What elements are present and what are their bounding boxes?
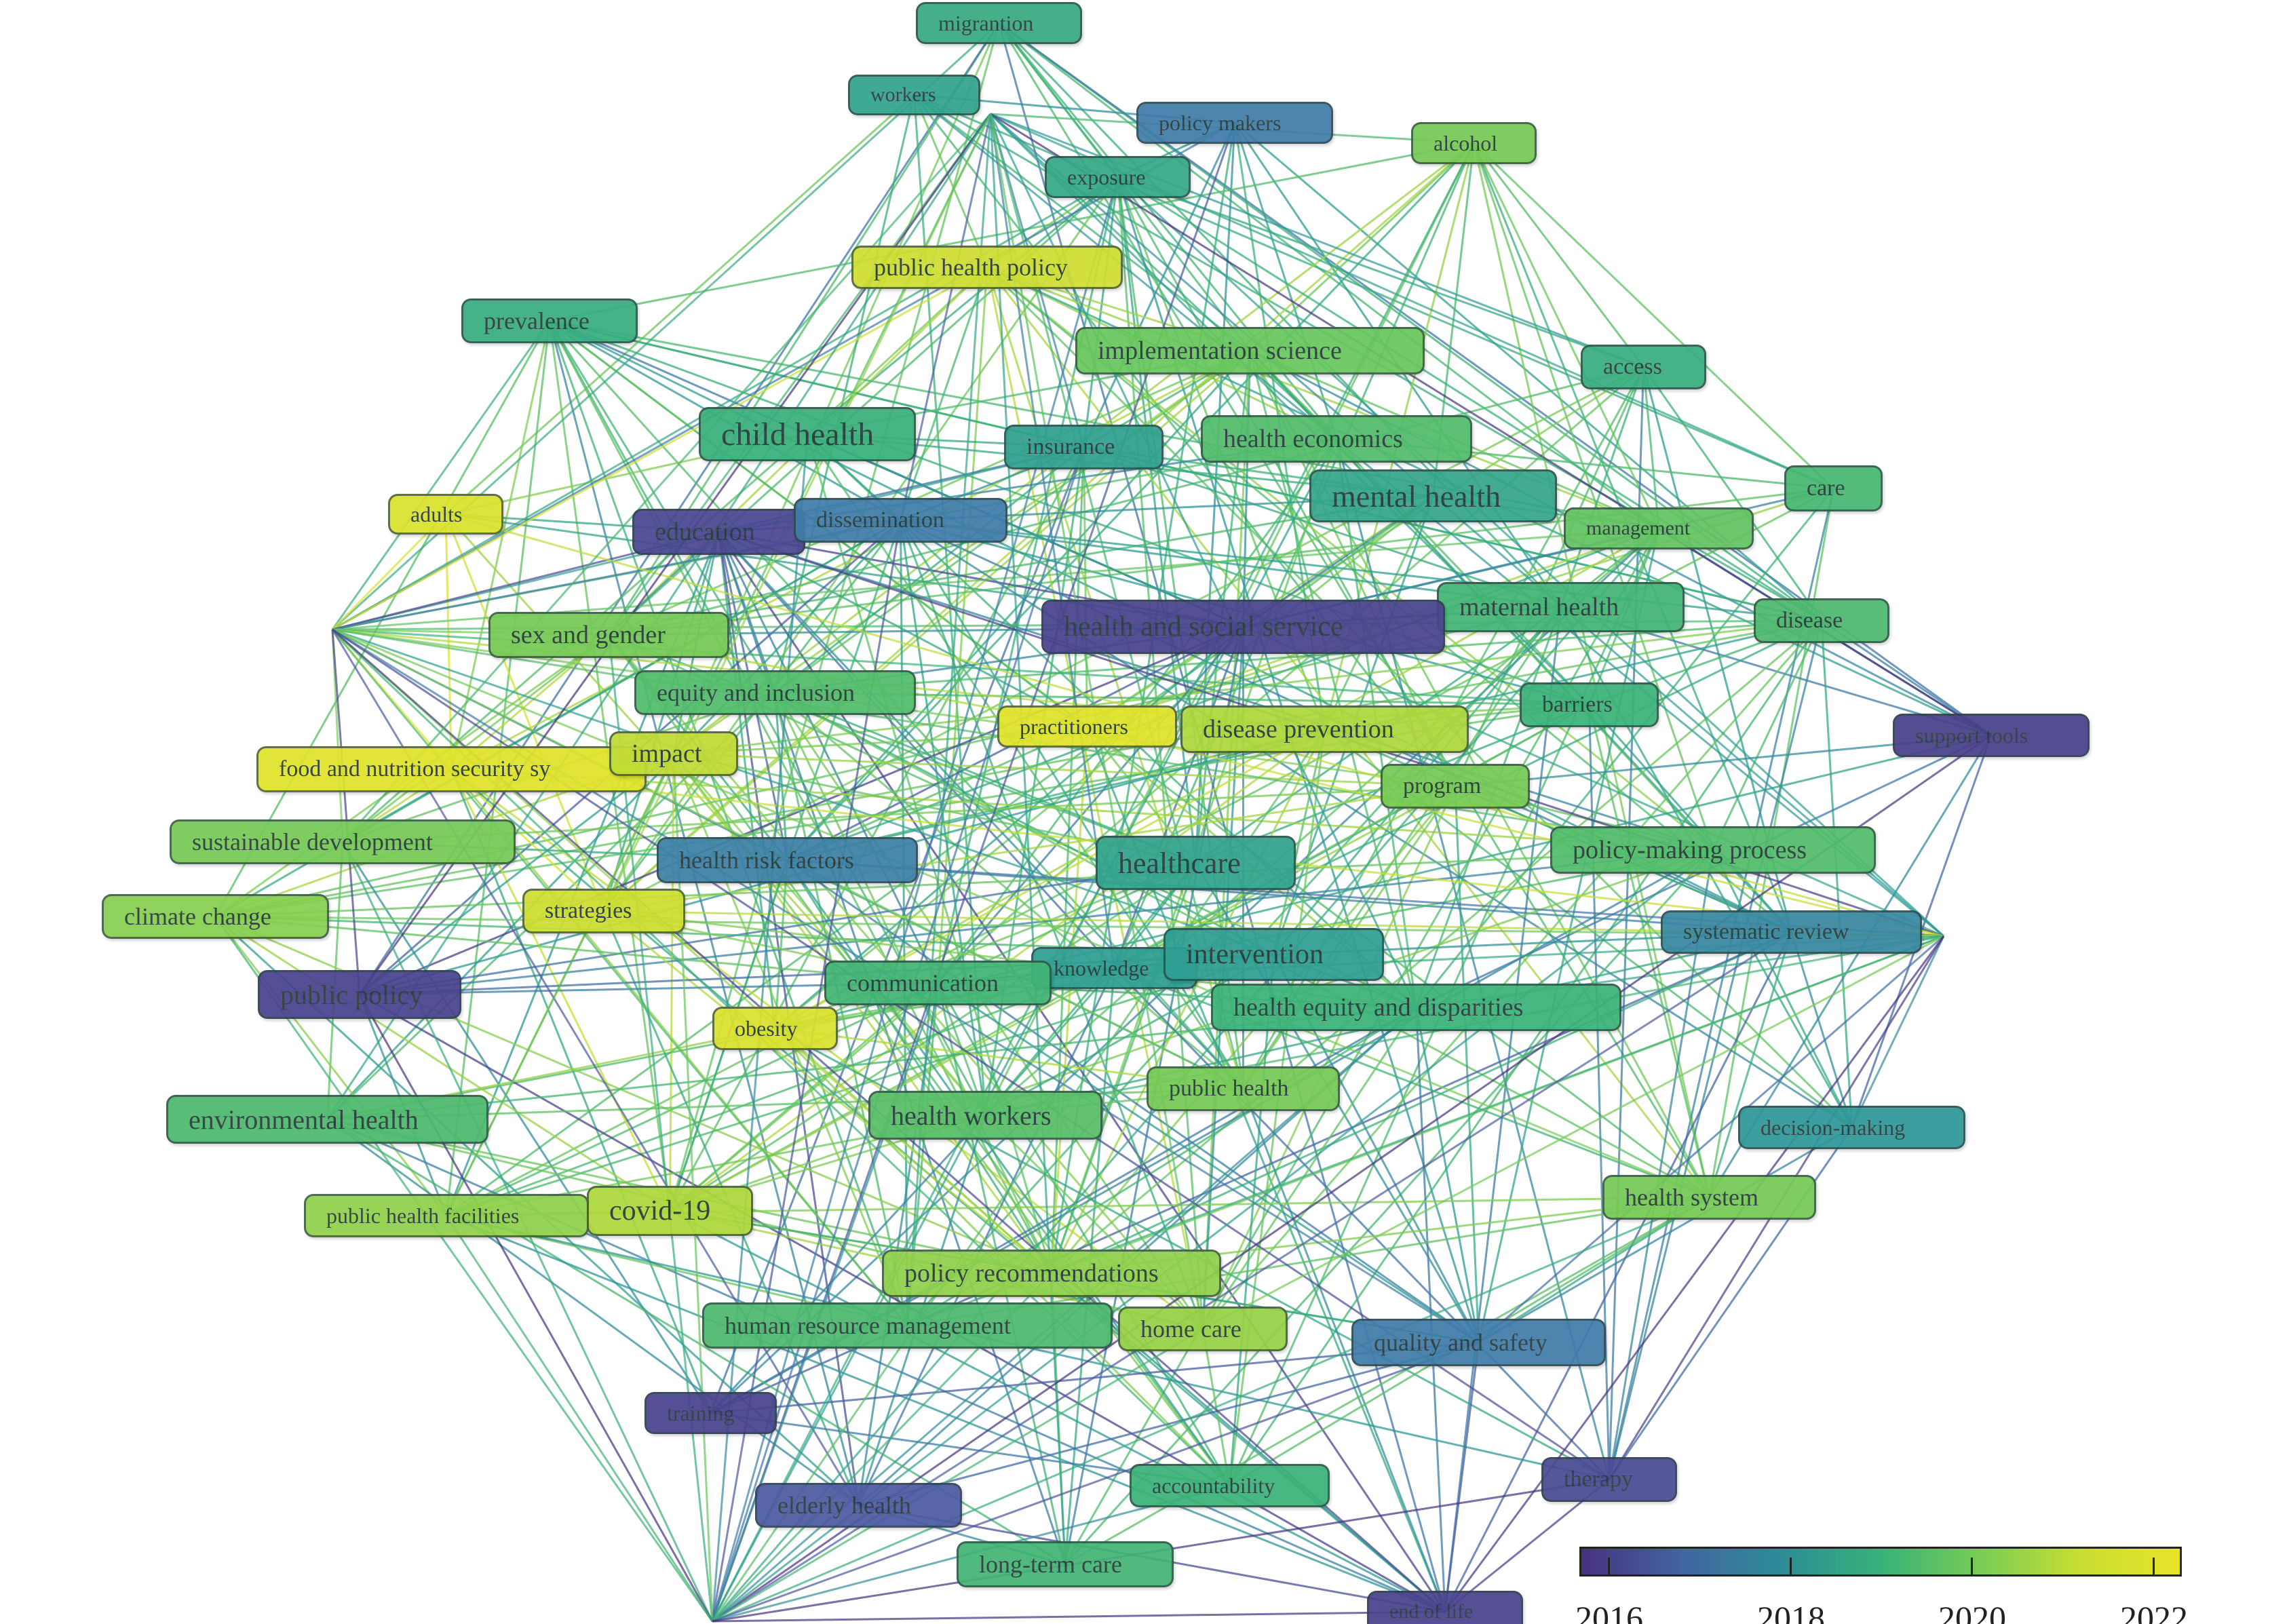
node-dissemination[interactable]: dissemination	[794, 498, 1007, 543]
node-access[interactable]: access	[1581, 345, 1706, 389]
node-adults[interactable]: adults	[388, 494, 503, 535]
node-quality-and-safety[interactable]: quality and safety	[1351, 1319, 1606, 1366]
node-home-care[interactable]: home care	[1118, 1307, 1288, 1351]
node-maternal-health[interactable]: maternal health	[1437, 582, 1685, 632]
node-sustainable-development[interactable]: sustainable development	[170, 819, 516, 864]
node-policy-recommendations[interactable]: policy recommendations	[882, 1250, 1221, 1297]
node-practitioners[interactable]: practitioners	[997, 705, 1177, 748]
node-therapy[interactable]: therapy	[1541, 1457, 1677, 1502]
node-support-tools[interactable]: support tools	[1893, 714, 2090, 757]
node-health-workers[interactable]: health workers	[868, 1091, 1102, 1140]
node-sex-and-gender[interactable]: sex and gender	[488, 612, 729, 658]
node-health-risk-factors[interactable]: health risk factors	[657, 837, 918, 883]
node-public-health[interactable]: public health	[1147, 1066, 1340, 1111]
node-health-economics[interactable]: health economics	[1201, 415, 1472, 463]
colorbar-label-2016: 2016	[1575, 1599, 1643, 1624]
node-food-and-nutrition[interactable]: food and nutrition security sy	[256, 746, 647, 792]
year-colorbar	[1579, 1547, 2182, 1577]
node-public-health-policy[interactable]: public health policy	[851, 246, 1123, 289]
node-disease[interactable]: disease	[1754, 598, 1889, 643]
colorbar-tick-2020	[1971, 1558, 1973, 1577]
node-systematic-review[interactable]: systematic review	[1661, 910, 1922, 954]
node-end-of-life[interactable]: end of life	[1367, 1591, 1523, 1624]
node-decision-making[interactable]: decision-making	[1738, 1106, 1965, 1149]
node-exposure[interactable]: exposure	[1045, 156, 1191, 198]
node-health-system[interactable]: health system	[1602, 1175, 1816, 1220]
node-mental-health[interactable]: mental health	[1309, 469, 1557, 522]
node-disease-prevention[interactable]: disease prevention	[1180, 705, 1469, 753]
node-barriers[interactable]: barriers	[1520, 682, 1659, 727]
node-child-health[interactable]: child health	[699, 407, 916, 461]
node-covid-19[interactable]: covid-19	[587, 1186, 753, 1236]
node-human-resource-management[interactable]: human resource management	[702, 1302, 1113, 1349]
colorbar-tick-2018	[1790, 1558, 1792, 1577]
node-education[interactable]: education	[632, 509, 805, 555]
node-environmental-health[interactable]: environmental health	[166, 1095, 488, 1144]
node-policy-making-process[interactable]: policy-making process	[1550, 826, 1876, 874]
node-elderly-health[interactable]: elderly health	[755, 1483, 962, 1528]
node-impact[interactable]: impact	[609, 731, 738, 776]
node-equity-and-inclusion[interactable]: equity and inclusion	[634, 670, 916, 715]
node-climate-change[interactable]: climate change	[102, 894, 329, 939]
node-alcohol[interactable]: alcohol	[1411, 122, 1537, 164]
node-public-health-facilities[interactable]: public health facilities	[304, 1194, 589, 1237]
colorbar-label-2022: 2022	[2120, 1599, 2188, 1624]
node-management[interactable]: management	[1564, 507, 1754, 549]
node-health-and-social-service[interactable]: health and social service	[1041, 600, 1445, 654]
node-public-policy[interactable]: public policy	[258, 970, 461, 1019]
node-program[interactable]: program	[1381, 764, 1530, 809]
node-intervention[interactable]: intervention	[1163, 928, 1384, 981]
node-obesity[interactable]: obesity	[712, 1007, 838, 1050]
node-policy-makers[interactable]: policy makers	[1136, 102, 1333, 144]
node-implementation-science[interactable]: implementation science	[1075, 327, 1425, 374]
node-healthcare[interactable]: healthcare	[1096, 836, 1296, 890]
colorbar-label-2018: 2018	[1757, 1599, 1825, 1624]
colorbar-tick-2022	[2153, 1558, 2155, 1577]
node-long-term-care[interactable]: long-term care	[957, 1541, 1174, 1587]
colorbar-tick-2016	[1608, 1558, 1610, 1577]
node-strategies[interactable]: strategies	[522, 889, 685, 933]
node-care[interactable]: care	[1784, 465, 1883, 511]
colorbar-label-2020: 2020	[1938, 1599, 2006, 1624]
node-insurance[interactable]: insurance	[1004, 425, 1163, 469]
node-prevalence[interactable]: prevalence	[461, 298, 638, 343]
node-communication[interactable]: communication	[824, 961, 1052, 1005]
node-workers[interactable]: workers	[848, 75, 980, 115]
node-accountability[interactable]: accountability	[1130, 1464, 1330, 1507]
node-training[interactable]: training	[645, 1392, 777, 1434]
node-health-equity-and-disparities[interactable]: health equity and disparities	[1211, 984, 1621, 1031]
node-migrantion[interactable]: migrantion	[916, 2, 1082, 44]
